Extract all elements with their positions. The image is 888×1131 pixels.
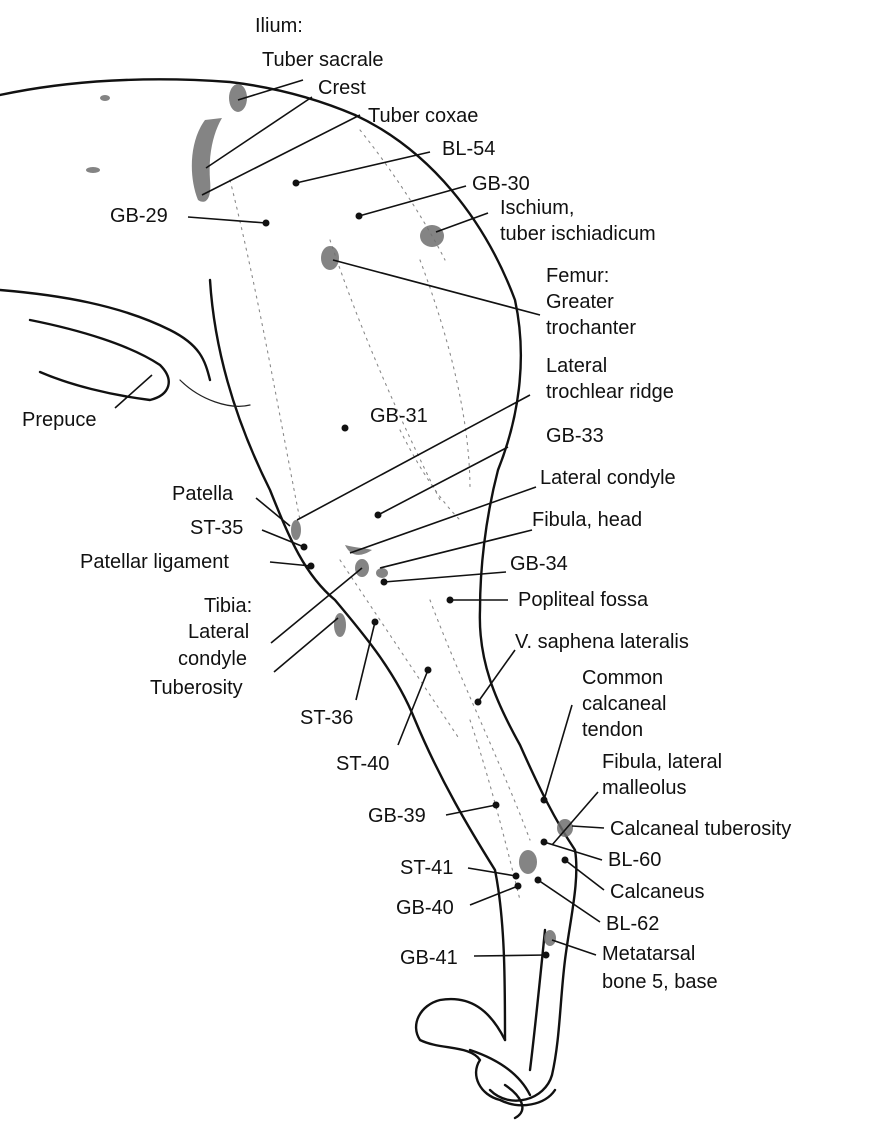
common-calcaneal-point [540, 796, 548, 804]
label-metatarsal-1: Metatarsal [602, 943, 695, 965]
back-outline [0, 78, 357, 117]
gb39-point [492, 801, 500, 809]
label-gb31: GB-31 [370, 405, 428, 427]
other-leg-outline [528, 928, 547, 1072]
belly-outline [0, 288, 212, 382]
label-gb30: GB-30 [472, 173, 530, 195]
label-st36: ST-36 [300, 707, 353, 729]
label-femur: Femur: [546, 265, 609, 287]
thigh-front-outline [208, 278, 507, 1042]
label-gb39: GB-39 [368, 805, 426, 827]
paw-outline [414, 997, 557, 1107]
bl60-point [540, 838, 548, 846]
st35-point [300, 543, 308, 551]
label-st41: ST-41 [400, 857, 453, 879]
label-gb34: GB-34 [510, 553, 568, 575]
thigh-rear-outline [353, 113, 578, 1102]
labels: Ilium: Tuber sacrale Crest Tuber coxae B… [22, 15, 791, 993]
label-st35: ST-35 [190, 517, 243, 539]
label-lateral-trochlear-2: trochlear ridge [546, 381, 674, 403]
saphena-point [474, 698, 482, 706]
bl54-point [292, 179, 300, 187]
limb-illustration [0, 78, 578, 1120]
label-common-3: tendon [582, 719, 643, 741]
gb41-point [542, 951, 550, 959]
calcaneal-tuberosity-bone [557, 819, 573, 837]
label-greater-1: Greater [546, 291, 614, 313]
label-tuber-sacrale: Tuber sacrale [262, 49, 384, 71]
gb33-point [374, 511, 382, 519]
label-lateral-condyle: Lateral condyle [540, 467, 676, 489]
tuber-ischiadicum-bone [420, 225, 444, 247]
leader-lines [114, 79, 605, 957]
toes-outline [468, 1048, 532, 1120]
label-fibula-malleolus-1: Fibula, lateral [602, 751, 722, 773]
patella-bone [291, 520, 301, 540]
label-ischium-2: tuber ischiadicum [500, 223, 656, 245]
popliteal-point [446, 596, 454, 604]
label-fibula-malleolus-2: malleolus [602, 777, 686, 799]
label-popliteal-fossa: Popliteal fossa [518, 589, 649, 611]
label-gb33: GB-33 [546, 425, 604, 447]
label-st40: ST-40 [336, 753, 389, 775]
label-tuberosity: Tuberosity [150, 677, 243, 699]
tibial-tuberosity-bone [334, 613, 346, 637]
st40-point [424, 666, 432, 674]
lateral-malleolus-bone [519, 850, 537, 874]
label-tibia-lateral: Lateral [188, 621, 249, 643]
greater-trochanter-bone [321, 246, 339, 270]
spot-1 [86, 167, 100, 173]
label-ischium-1: Ischium, [500, 197, 574, 219]
gb30-point [355, 212, 363, 220]
label-bl62: BL-62 [606, 913, 659, 935]
iliac-crest-bone [191, 118, 222, 202]
gb29-point [262, 219, 270, 227]
st36-point [371, 618, 379, 626]
gb31-point [341, 424, 349, 432]
label-prepuce: Prepuce [22, 409, 97, 431]
label-metatarsal-2: bone 5, base [602, 971, 718, 993]
label-gb40: GB-40 [396, 897, 454, 919]
label-calcaneal-tuberosity: Calcaneal tuberosity [610, 818, 791, 840]
label-greater-2: trochanter [546, 317, 636, 339]
label-common-2: calcaneal [582, 693, 667, 715]
label-lateral-trochlear-1: Lateral [546, 355, 607, 377]
label-bl54: BL-54 [442, 138, 495, 160]
label-ilium: Ilium: [255, 15, 303, 37]
calcaneus-point [561, 856, 569, 864]
label-gb41: GB-41 [400, 947, 458, 969]
prepuce-outline [28, 318, 170, 402]
label-calcaneus: Calcaneus [610, 881, 705, 903]
label-patella: Patella [172, 483, 234, 505]
label-crest: Crest [318, 77, 366, 99]
label-gb29: GB-29 [110, 205, 168, 227]
acupoint-markers [262, 179, 569, 959]
gb40-point [514, 882, 522, 890]
label-tibia-condyle: condyle [178, 648, 247, 670]
label-tuber-coxae: Tuber coxae [368, 105, 478, 127]
label-v-saphena: V. saphena lateralis [515, 631, 689, 653]
st41-point [512, 872, 520, 880]
label-tibia: Tibia: [204, 595, 252, 617]
patellar-ligament-point [307, 562, 315, 570]
label-bl60: BL-60 [608, 849, 661, 871]
tuber-sacrale-bone [229, 84, 247, 112]
bl62-point [534, 876, 542, 884]
fibula-head-bone [376, 568, 388, 578]
label-common-1: Common [582, 667, 663, 689]
label-patellar-ligament: Patellar ligament [80, 551, 229, 573]
label-fibula-head: Fibula, head [532, 509, 642, 531]
spot-2 [100, 95, 110, 101]
metatarsal-5-bone [544, 930, 556, 946]
gb34-point [380, 578, 388, 586]
